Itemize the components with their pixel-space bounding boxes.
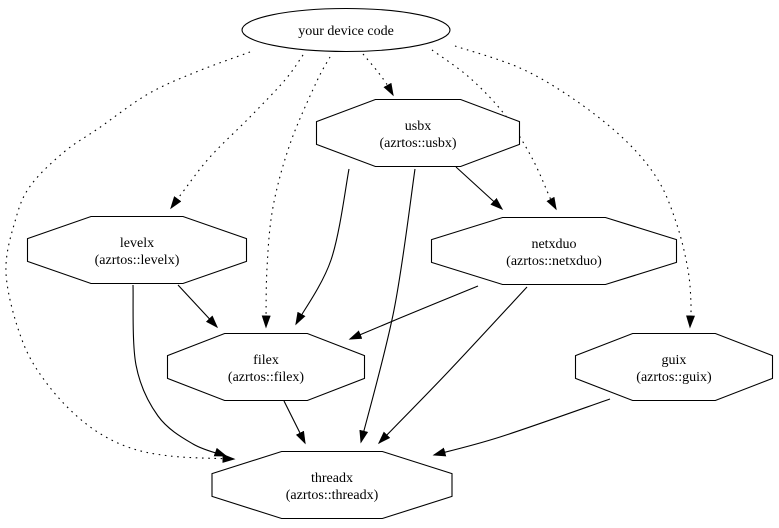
node-threadx: threadx(azrtos::threadx) (211, 450, 453, 520)
node-netxduo: netxduo(azrtos::netxduo) (430, 216, 678, 286)
node-levelx: levelx(azrtos::levelx) (26, 215, 248, 285)
edge-device-threadx (5, 51, 251, 463)
threadx-label-line-1: threadx (311, 471, 353, 486)
filex-octagon-shape (166, 332, 366, 402)
netxduo-label-line-1: netxduo (531, 237, 576, 252)
netxduo-label-line-2: (azrtos::netxduo) (506, 254, 602, 269)
edge-usbx-filex (295, 168, 350, 326)
edge-filex-threadx (283, 400, 306, 445)
edge-netxduo-threadx (377, 286, 528, 445)
usbx-label-line-1: usbx (405, 119, 431, 134)
edge-device-guix (454, 45, 696, 329)
node-guix: guix(azrtos::guix) (574, 332, 774, 402)
edge-guix-threadx (432, 398, 611, 457)
netxduo-octagon-shape (430, 216, 678, 286)
levelx-label-line-1: levelx (120, 236, 154, 251)
edge-device-filex (261, 56, 331, 329)
edge-levelx-filex (177, 284, 219, 329)
guix-octagon-shape (574, 332, 774, 402)
edges-layer (5, 45, 696, 463)
device-label-line-1: your device code (298, 24, 394, 39)
filex-label-line-1: filex (253, 353, 279, 368)
node-filex: filex(azrtos::filex) (166, 332, 366, 402)
nodes-layer: your device codeusbx(azrtos::usbx)levelx… (26, 7, 774, 520)
edge-levelx-threadx (132, 284, 228, 457)
edge-netxduo-filex (348, 285, 479, 340)
levelx-octagon-shape (26, 215, 248, 285)
filex-label-line-2: (azrtos::filex) (228, 370, 305, 385)
edge-device-levelx (170, 54, 304, 210)
levelx-label-line-2: (azrtos::levelx) (95, 253, 180, 268)
edge-usbx-netxduo (455, 166, 504, 211)
threadx-label-line-2: (azrtos::threadx) (286, 488, 379, 503)
device-ellipse-shape (241, 7, 451, 53)
node-usbx: usbx(azrtos::usbx) (315, 98, 521, 168)
usbx-label-line-2: (azrtos::usbx) (380, 136, 457, 151)
threadx-octagon-shape (211, 450, 453, 520)
node-device: your device code (241, 7, 451, 53)
usbx-octagon-shape (315, 98, 521, 168)
edge-usbx-threadx (359, 168, 416, 444)
guix-label-line-1: guix (662, 353, 687, 368)
edge-device-usbx (362, 53, 394, 97)
guix-label-line-2: (azrtos::guix) (636, 370, 712, 385)
